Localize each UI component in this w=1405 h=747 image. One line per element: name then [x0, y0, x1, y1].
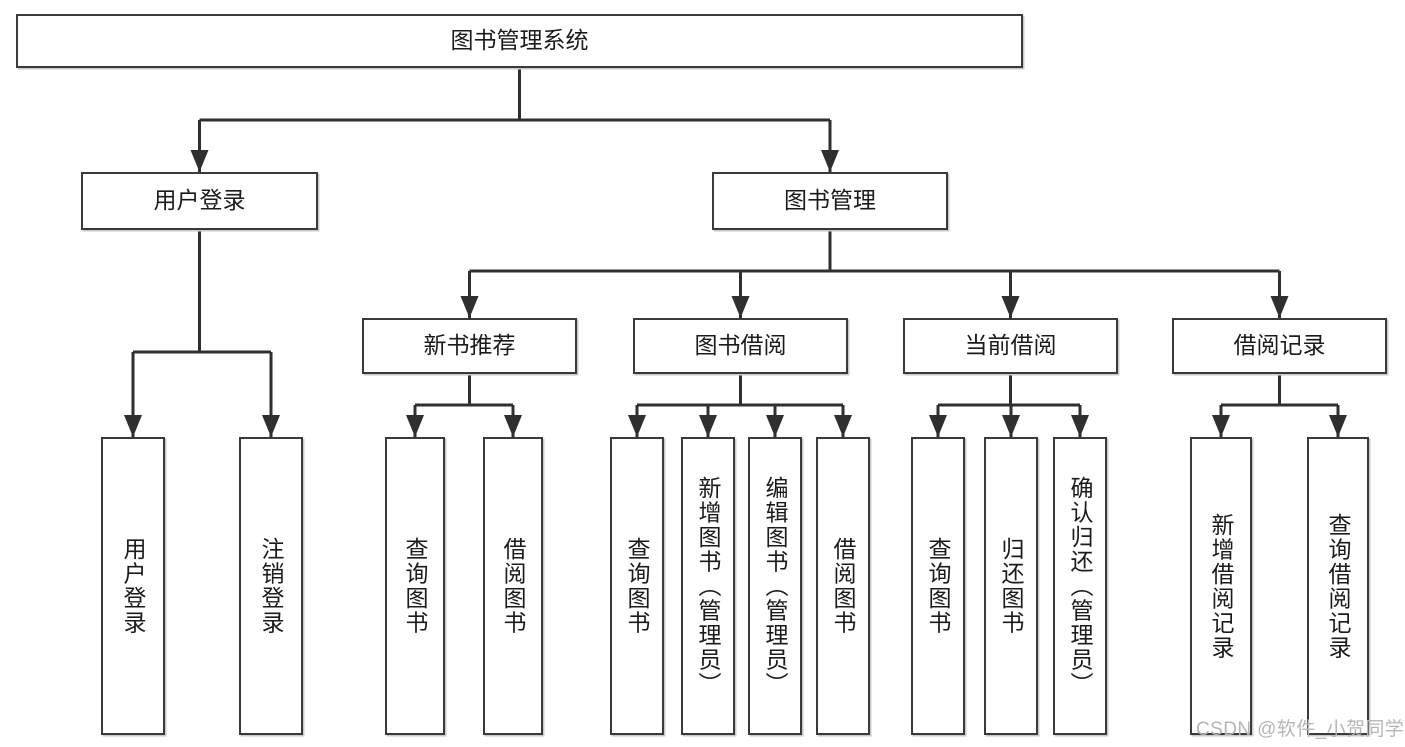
node-label: 查询图书 [925, 537, 952, 635]
node-leaf-borrow-1[interactable]: 借阅图书 [483, 437, 543, 735]
arrow-head-user-login [190, 150, 209, 172]
arrow-head-current-borrow [1001, 296, 1020, 318]
node-leaf-add-book[interactable]: 新增图书（管理员） [681, 437, 735, 735]
node-label: 借阅记录 [1233, 332, 1326, 359]
arrow-head-leaf-user-login [124, 415, 142, 437]
arrow-head-leaf-qry-record [1329, 415, 1347, 437]
arrow-head-leaf-borrow-2 [834, 415, 852, 437]
node-label: 查询图书 [402, 537, 429, 635]
arrow-head-leaf-add-record [1212, 415, 1230, 437]
node-label: 当前借阅 [964, 332, 1057, 359]
node-label: 图书管理系统 [450, 27, 589, 54]
node-leaf-confirm[interactable]: 确认归还（管理员） [1053, 437, 1107, 735]
arrow-head-leaf-logout [262, 415, 280, 437]
arrow-head-leaf-query-1 [406, 415, 424, 437]
node-root[interactable]: 图书管理系统 [16, 14, 1023, 68]
arrow-head-leaf-confirm [1071, 415, 1089, 437]
node-borrow-record[interactable]: 借阅记录 [1172, 318, 1387, 374]
arrow-head-leaf-edit-book [766, 415, 784, 437]
arrow-head-book-borrow [731, 296, 750, 318]
node-label: 图书管理 [784, 187, 876, 214]
node-leaf-user-login[interactable]: 用户登录 [101, 437, 165, 735]
node-label: 借阅图书 [500, 537, 527, 635]
arrow-head-leaf-add-book [699, 415, 717, 437]
arrow-head-leaf-query-3 [929, 415, 947, 437]
node-label: 新增图书（管理员） [695, 475, 722, 697]
arrow-head-borrow-record [1270, 296, 1289, 318]
node-label: 查询借阅记录 [1325, 512, 1352, 660]
node-current-borrow[interactable]: 当前借阅 [903, 318, 1118, 374]
node-label: 归还图书 [998, 537, 1025, 635]
node-label: 图书借阅 [694, 332, 787, 359]
node-leaf-qry-record[interactable]: 查询借阅记录 [1307, 437, 1369, 735]
arrow-head-leaf-query-2 [628, 415, 646, 437]
node-label: 借阅图书 [830, 537, 857, 635]
node-label: 用户登录 [153, 187, 246, 214]
node-label: 查询图书 [624, 537, 651, 635]
node-label: 注销登录 [258, 537, 285, 635]
node-label: 确认归还（管理员） [1067, 475, 1094, 697]
node-leaf-add-record[interactable]: 新增借阅记录 [1190, 437, 1252, 735]
node-book-manage[interactable]: 图书管理 [712, 172, 948, 230]
node-user-login[interactable]: 用户登录 [81, 172, 318, 230]
node-leaf-query-2[interactable]: 查询图书 [610, 437, 664, 735]
node-label: 编辑图书（管理员） [762, 475, 789, 697]
node-label: 用户登录 [120, 537, 147, 635]
node-label: 新书推荐 [423, 332, 516, 359]
arrow-head-leaf-return [1002, 415, 1020, 437]
node-label: 新增借阅记录 [1208, 512, 1235, 660]
node-leaf-logout[interactable]: 注销登录 [239, 437, 303, 735]
arrow-head-leaf-borrow-1 [504, 415, 522, 437]
node-leaf-edit-book[interactable]: 编辑图书（管理员） [748, 437, 802, 735]
arrow-head-book-manage [821, 150, 839, 172]
node-leaf-return[interactable]: 归还图书 [984, 437, 1038, 735]
node-leaf-borrow-2[interactable]: 借阅图书 [816, 437, 870, 735]
node-book-borrow[interactable]: 图书借阅 [633, 318, 848, 374]
arrow-head-new-book-rec [460, 296, 479, 318]
node-leaf-query-1[interactable]: 查询图书 [385, 437, 445, 735]
watermark: CSDN @软件_小贺同学 [1196, 719, 1405, 740]
node-leaf-query-3[interactable]: 查询图书 [911, 437, 965, 735]
node-new-book-rec[interactable]: 新书推荐 [362, 318, 577, 374]
